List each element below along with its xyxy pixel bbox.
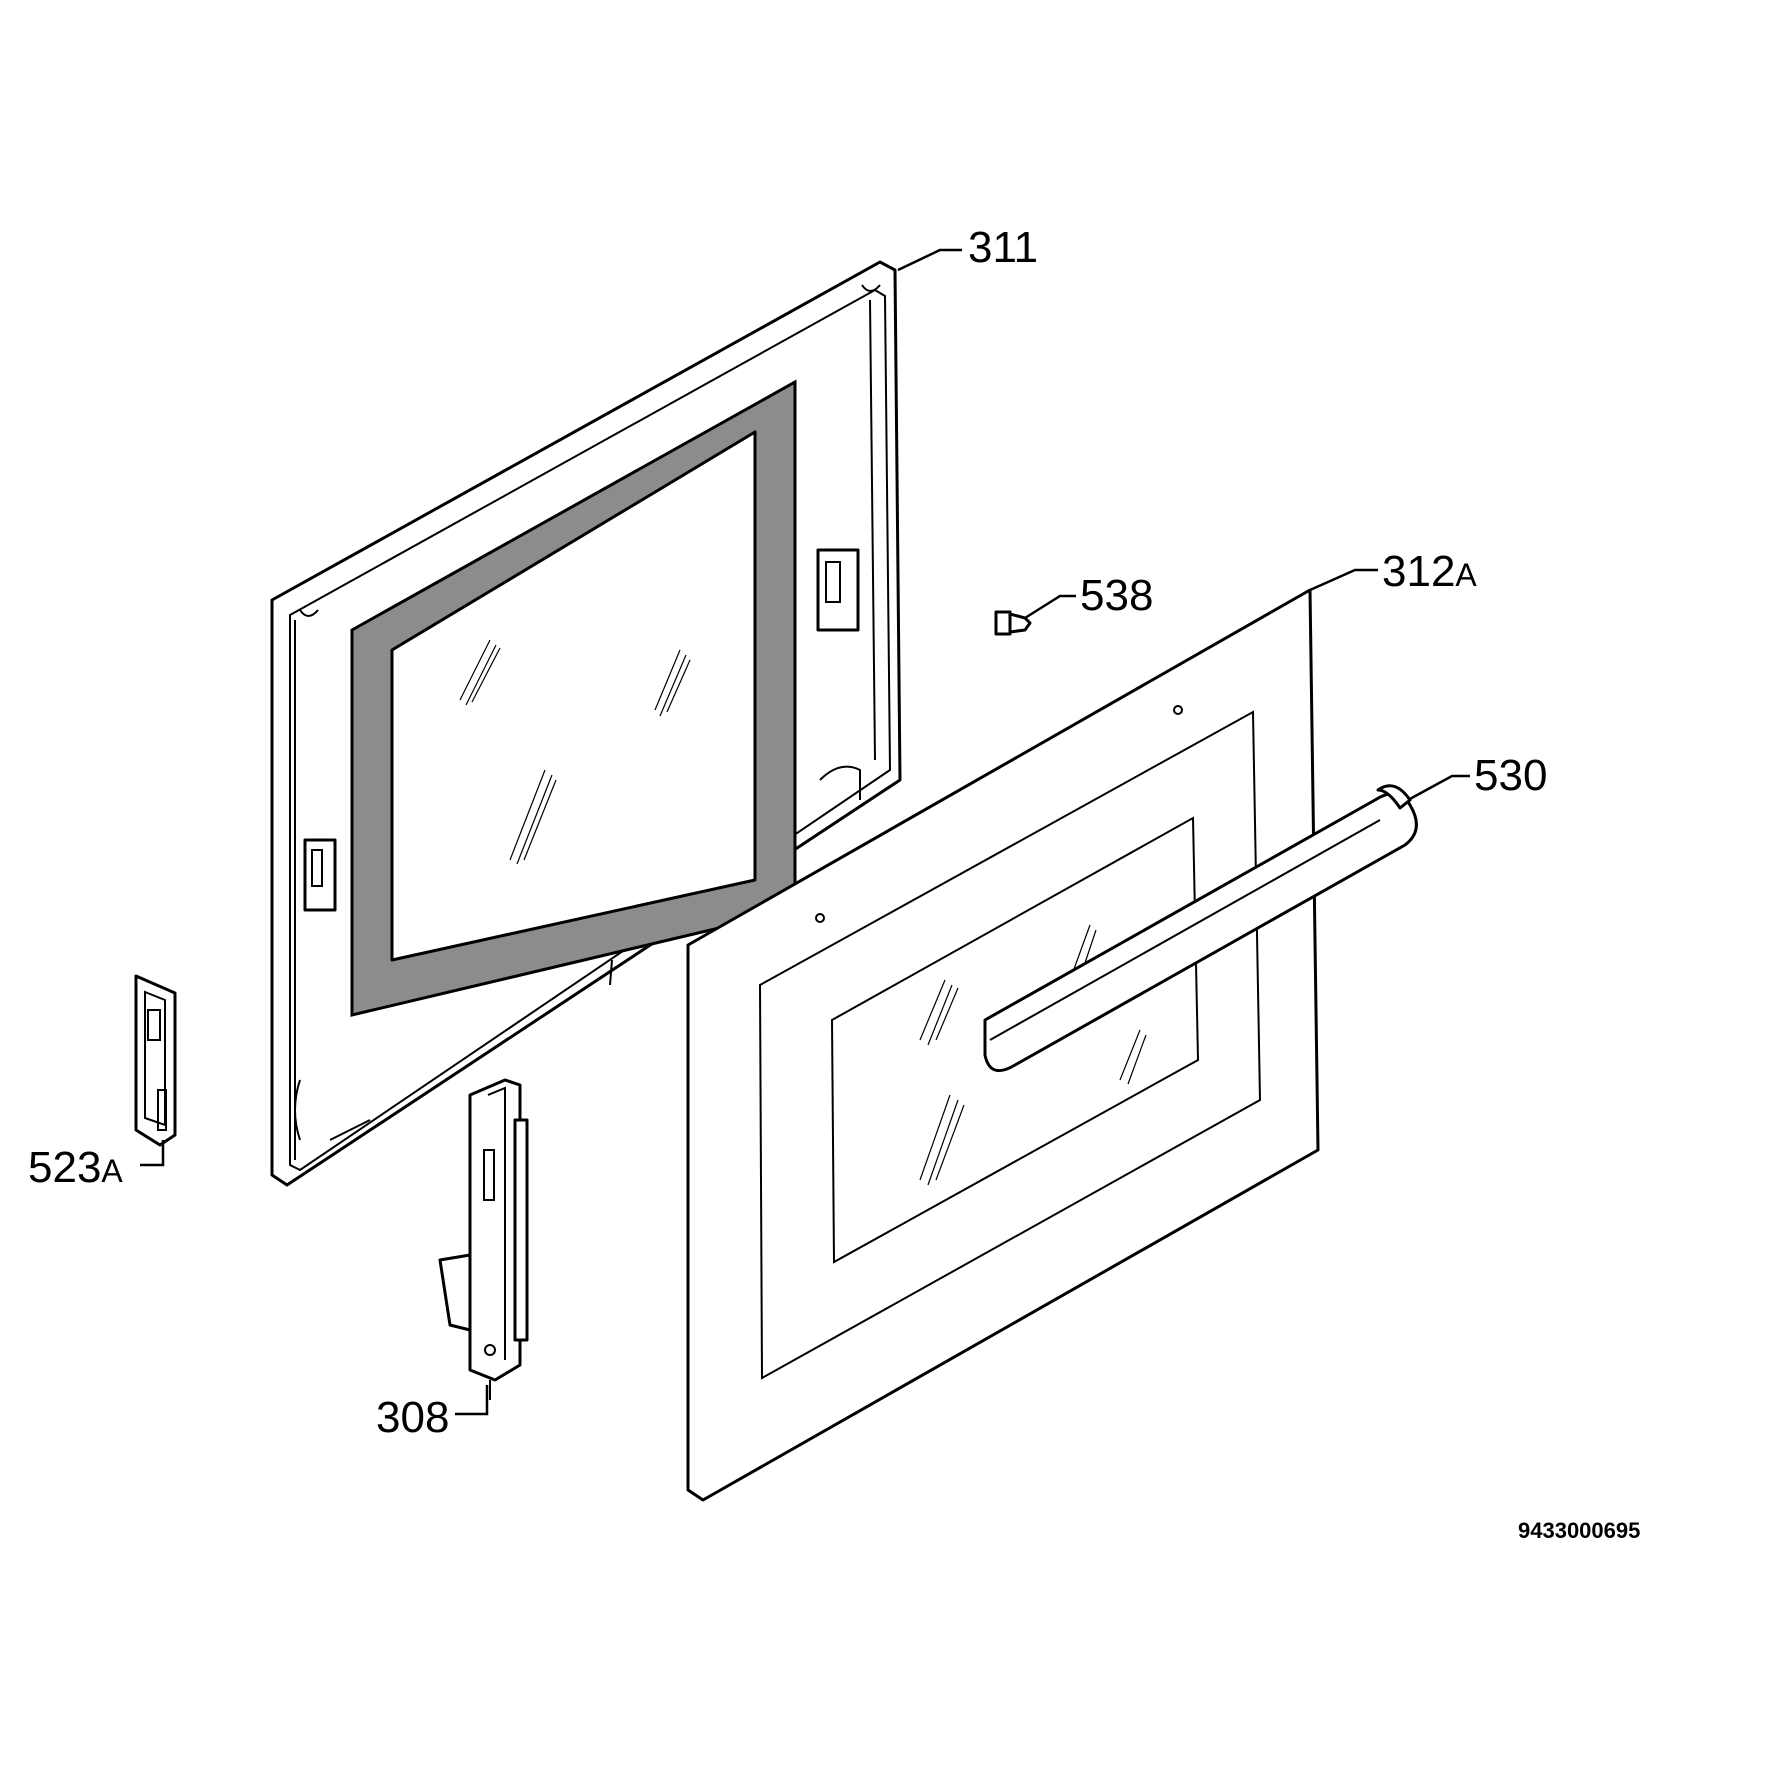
leader-312a [1309, 568, 1378, 592]
leader-530 [1407, 774, 1470, 802]
callout-308: 308 [376, 1393, 449, 1442]
document-number: 9433000695 [1518, 1518, 1640, 1543]
callout-523a: 523A [28, 1143, 123, 1192]
hinge-bracket-523a [134, 974, 177, 1147]
leader-311 [897, 248, 962, 272]
leader-538 [1024, 594, 1076, 620]
door-handle [983, 784, 1418, 1073]
callout-312a: 312A [1382, 547, 1477, 596]
inner-door-panel [270, 260, 902, 1187]
callout-311: 311 [968, 223, 1038, 272]
leader-308 [455, 1385, 489, 1416]
callout-538: 538 [1080, 571, 1153, 620]
leader-523a [140, 1140, 165, 1167]
hinge-308 [438, 1078, 529, 1400]
callout-530: 530 [1474, 751, 1547, 800]
leader-lines [140, 248, 1470, 1416]
screw [994, 610, 1032, 636]
